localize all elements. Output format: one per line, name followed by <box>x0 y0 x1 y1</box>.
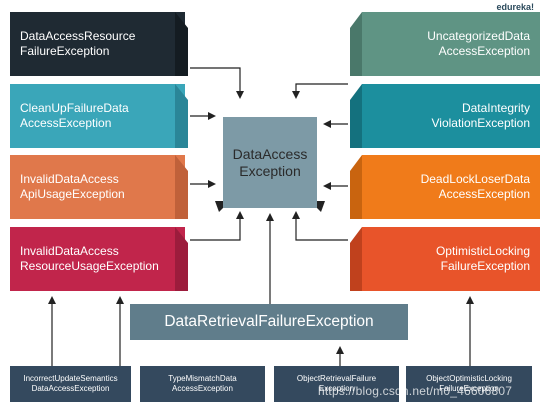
box-label: ObjectRetrievalFailure Exception <box>296 374 377 393</box>
box-label: TypeMismatchData AccessException <box>168 374 237 393</box>
arrow-right-4 <box>292 211 348 241</box>
box-label: ObjectOptimisticLocking FailureException <box>426 374 512 393</box>
box-label: CleanUpFailureData AccessException <box>20 101 129 130</box>
fold-right-2 <box>350 84 362 148</box>
arrow-left-4 <box>190 211 244 241</box>
box-label: InvalidDataAccess ResourceUsageException <box>20 244 159 273</box>
arrow-left-1 <box>190 67 244 99</box>
center-label: DataAccess Exception <box>232 145 308 179</box>
fold-left-2 <box>175 84 188 148</box>
retrieval-label: DataRetrievalFailureException <box>164 313 374 330</box>
csdn-watermark: https://blog.csdn.net/m0_46606807 <box>318 384 513 398</box>
box-deadlock-loser-data-access: DeadLockLoserData AccessException <box>362 155 540 219</box>
box-label: DataAccessResource FailureException <box>20 29 136 58</box>
arrow-right-1 <box>292 83 348 99</box>
box-uncategorized-data-access: UncategorizedData AccessException <box>362 12 540 76</box>
fold-left-3 <box>175 155 188 219</box>
box-data-access-resource-failure: DataAccessResource FailureException <box>10 12 185 76</box>
fold-right-4 <box>350 227 362 291</box>
box-invalid-data-access-resource-usage: InvalidDataAccess ResourceUsageException <box>10 227 185 291</box>
fold-left-1 <box>175 12 188 76</box>
box-label: IncorrectUpdateSemantics DataAccessExcep… <box>23 374 118 393</box>
box-type-mismatch-data-access: TypeMismatchData AccessException <box>140 366 265 402</box>
box-optimistic-locking-failure: OptimisticLocking FailureException <box>362 227 540 291</box>
box-label: DataIntegrity ViolationException <box>431 101 530 130</box>
box-invalid-data-access-api-usage: InvalidDataAccess ApiUsageException <box>10 155 185 219</box>
box-object-retrieval-failure: ObjectRetrievalFailure Exception <box>274 366 399 402</box>
box-label: UncategorizedData AccessException <box>427 29 530 58</box>
data-access-exception-node: DataAccess Exception <box>223 117 317 208</box>
box-label: DeadLockLoserData AccessException <box>420 172 530 201</box>
fold-right-3 <box>350 155 362 219</box>
box-cleanup-failure-data-access: CleanUpFailureData AccessException <box>10 84 185 148</box>
center-base-shadow <box>317 201 325 212</box>
box-label: OptimisticLocking FailureException <box>435 244 530 273</box>
box-incorrect-update-semantics: IncorrectUpdateSemantics DataAccessExcep… <box>10 366 131 402</box>
data-retrieval-failure-node: DataRetrievalFailureException <box>130 304 408 340</box>
fold-right-1 <box>350 12 362 76</box>
box-label: InvalidDataAccess ApiUsageException <box>20 172 125 201</box>
fold-left-4 <box>175 227 188 291</box>
center-base-shadow <box>215 201 223 212</box>
box-data-integrity-violation: DataIntegrity ViolationException <box>362 84 540 148</box>
box-object-optimistic-locking-failure: ObjectOptimisticLocking FailureException <box>406 366 532 402</box>
brand-logo: edureka! <box>496 2 534 12</box>
